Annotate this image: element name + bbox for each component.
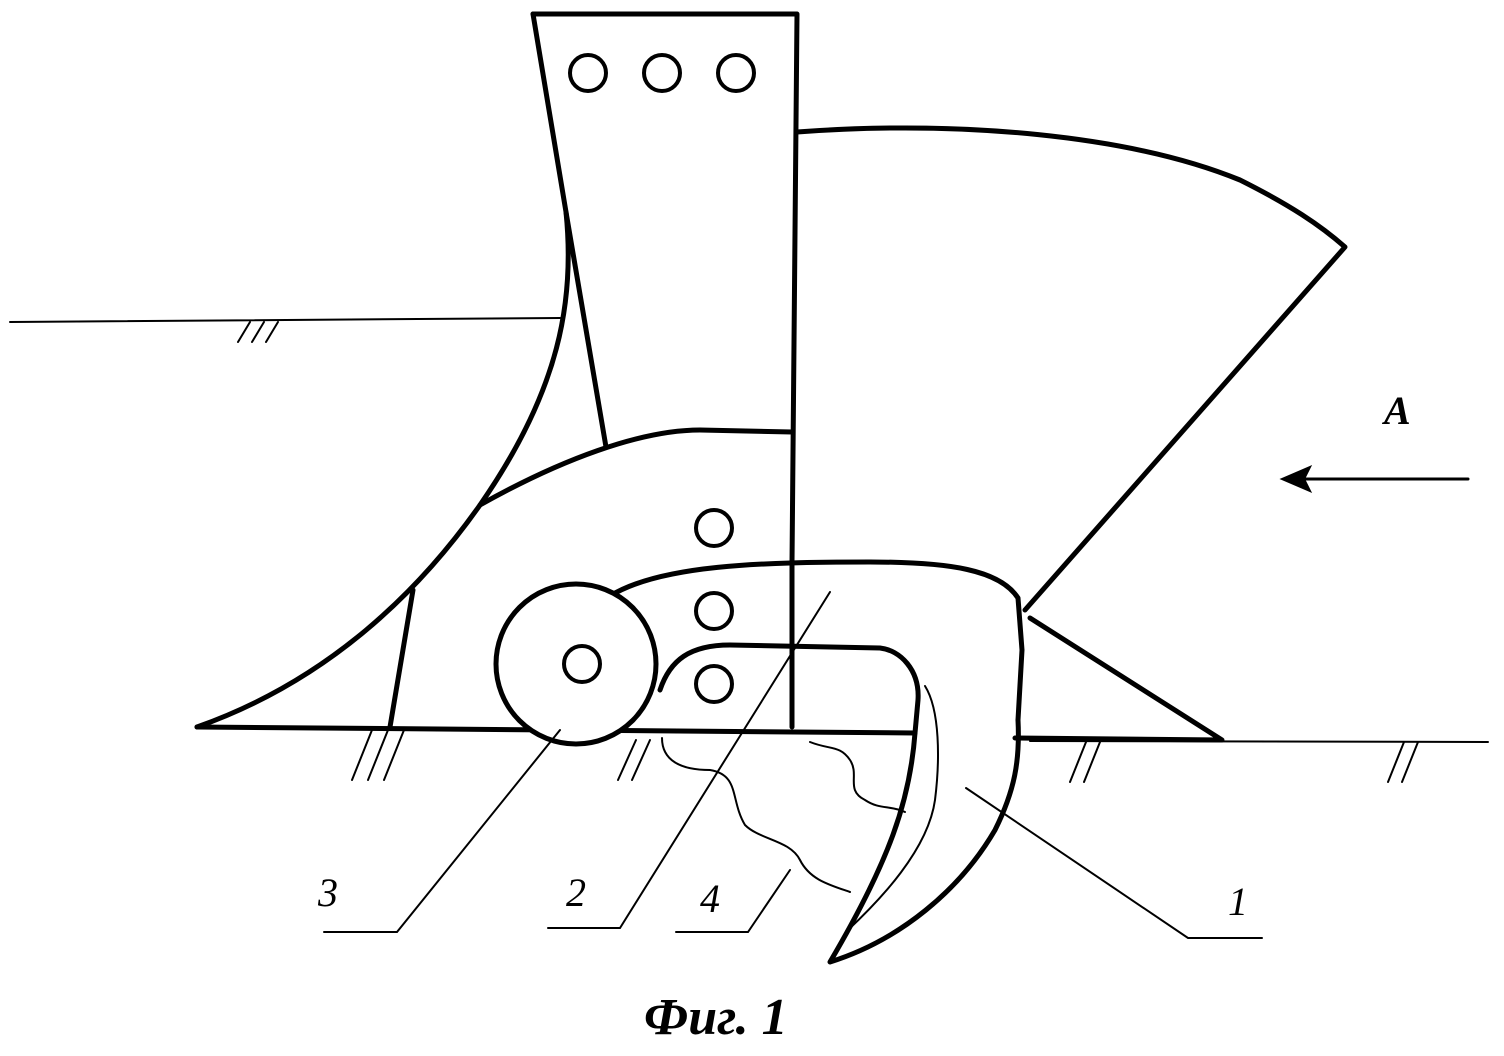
leader-lines [323,591,1263,939]
hole-mid-3 [694,664,734,704]
hole-mid-1 [694,508,734,548]
tine-outline [827,717,1021,965]
arrow-head-icon [1279,465,1313,493]
part-label-2: 2 [566,870,586,915]
plough-body [194,11,1348,743]
soil-boundary-right [809,741,906,813]
hatch-ground-right2 [1387,741,1419,783]
direction-label: A [1381,388,1411,433]
part-labels: 3 2 4 1 [317,870,1248,924]
hatch-ground-left [351,729,405,781]
soil-zone-part-4 [661,737,906,893]
leader-4 [675,869,791,933]
upper-soil-line [9,317,561,323]
hole-mid-2 [694,591,734,631]
tine-part-1 [827,685,1021,965]
leader-3 [323,729,561,933]
mid-panel-curve [477,427,795,508]
tine-inner-line [847,685,939,931]
left-strut [387,587,416,730]
arm-upper-outline [607,559,1025,723]
hatch-ground-right1 [1069,741,1101,783]
direction-arrow: A [1279,388,1470,493]
hole-top-2 [642,53,682,93]
hole-disc-center [562,644,602,684]
part-label-4: 4 [700,876,720,921]
hole-top-3 [716,53,756,93]
arm-inner-slot [657,642,921,736]
hatch-upper [237,321,279,343]
arm-part-2 [607,559,1025,736]
part-label-1: 1 [1228,879,1248,924]
leader-2 [547,591,831,929]
right-share [1012,615,1225,743]
figure-caption: Фиг. 1 [644,989,788,1046]
leader-1 [965,787,1263,939]
shank-plate [530,11,800,566]
soil-boundary-left [661,737,851,893]
bolt-holes [562,53,756,704]
moldboard-wing [794,125,1348,613]
hole-top-1 [568,53,608,93]
hatch-ground-mid [617,739,651,781]
part-label-3: 3 [317,870,338,915]
